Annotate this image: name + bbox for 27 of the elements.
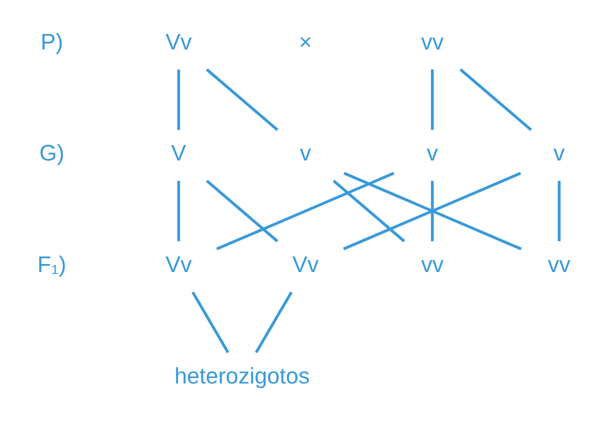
connector bbox=[430, 180, 434, 241]
label: P) bbox=[40, 28, 64, 54]
connector bbox=[206, 68, 278, 130]
node-text: v bbox=[554, 140, 565, 166]
node-text: Vv bbox=[292, 252, 319, 277]
connector bbox=[177, 69, 180, 130]
connector bbox=[206, 179, 278, 242]
node-text: Vv bbox=[166, 252, 192, 277]
node-text: V bbox=[171, 140, 186, 166]
node-text: vv bbox=[548, 252, 570, 277]
connector bbox=[460, 68, 532, 130]
label: G) bbox=[39, 140, 64, 166]
connector bbox=[254, 290, 293, 353]
node-text: Vv bbox=[166, 28, 192, 54]
connector bbox=[192, 290, 230, 353]
connector bbox=[558, 180, 561, 241]
connector bbox=[216, 171, 394, 250]
connector bbox=[332, 179, 406, 242]
node-text: heterozigotos bbox=[174, 362, 310, 388]
connector bbox=[177, 180, 180, 241]
label: F₁) bbox=[37, 252, 66, 277]
node-text: v bbox=[300, 140, 312, 166]
node-text: v bbox=[426, 140, 438, 166]
connector bbox=[430, 69, 434, 130]
node-text: vv bbox=[421, 252, 444, 277]
node-text: vv bbox=[421, 28, 444, 54]
label: × bbox=[298, 28, 312, 54]
